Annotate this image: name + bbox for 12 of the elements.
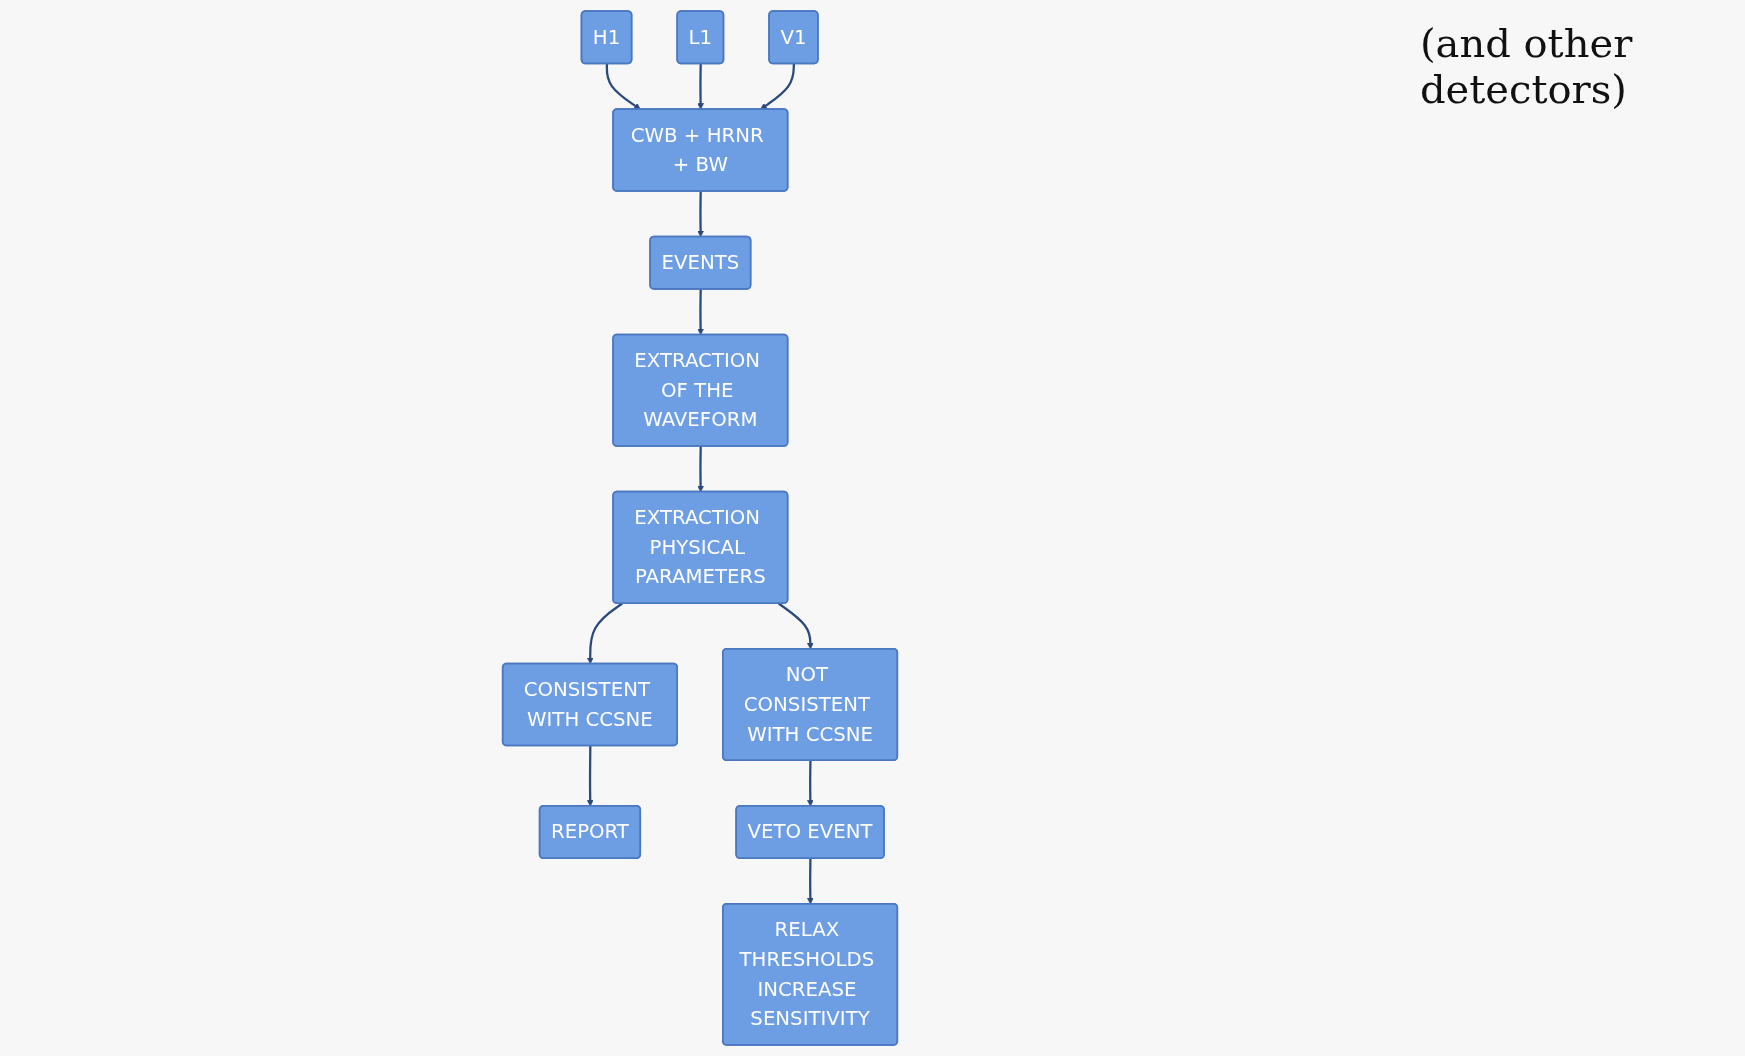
- arrow: [697, 446, 704, 493]
- arrow: [777, 602, 814, 650]
- arrow: [605, 63, 641, 110]
- arrow: [697, 289, 704, 336]
- arrow: [697, 191, 704, 238]
- arrow: [586, 745, 594, 807]
- arrow: [760, 63, 795, 110]
- arrow: [586, 602, 623, 665]
- note-text: (and other detectors): [1420, 20, 1634, 112]
- arrow: [807, 760, 814, 807]
- arrow: [697, 63, 704, 110]
- arrow: [807, 858, 814, 905]
